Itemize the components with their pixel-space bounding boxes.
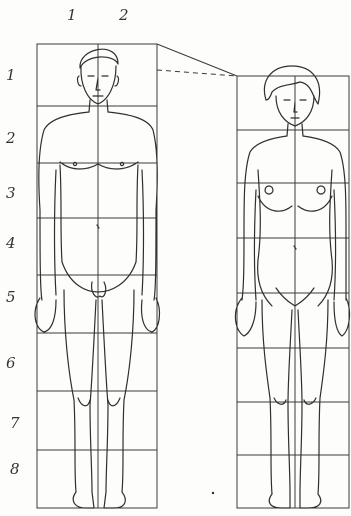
pencil-dot [212, 492, 214, 494]
female-figure [235, 66, 349, 508]
male-figure [35, 49, 159, 508]
female-grid [237, 76, 349, 508]
